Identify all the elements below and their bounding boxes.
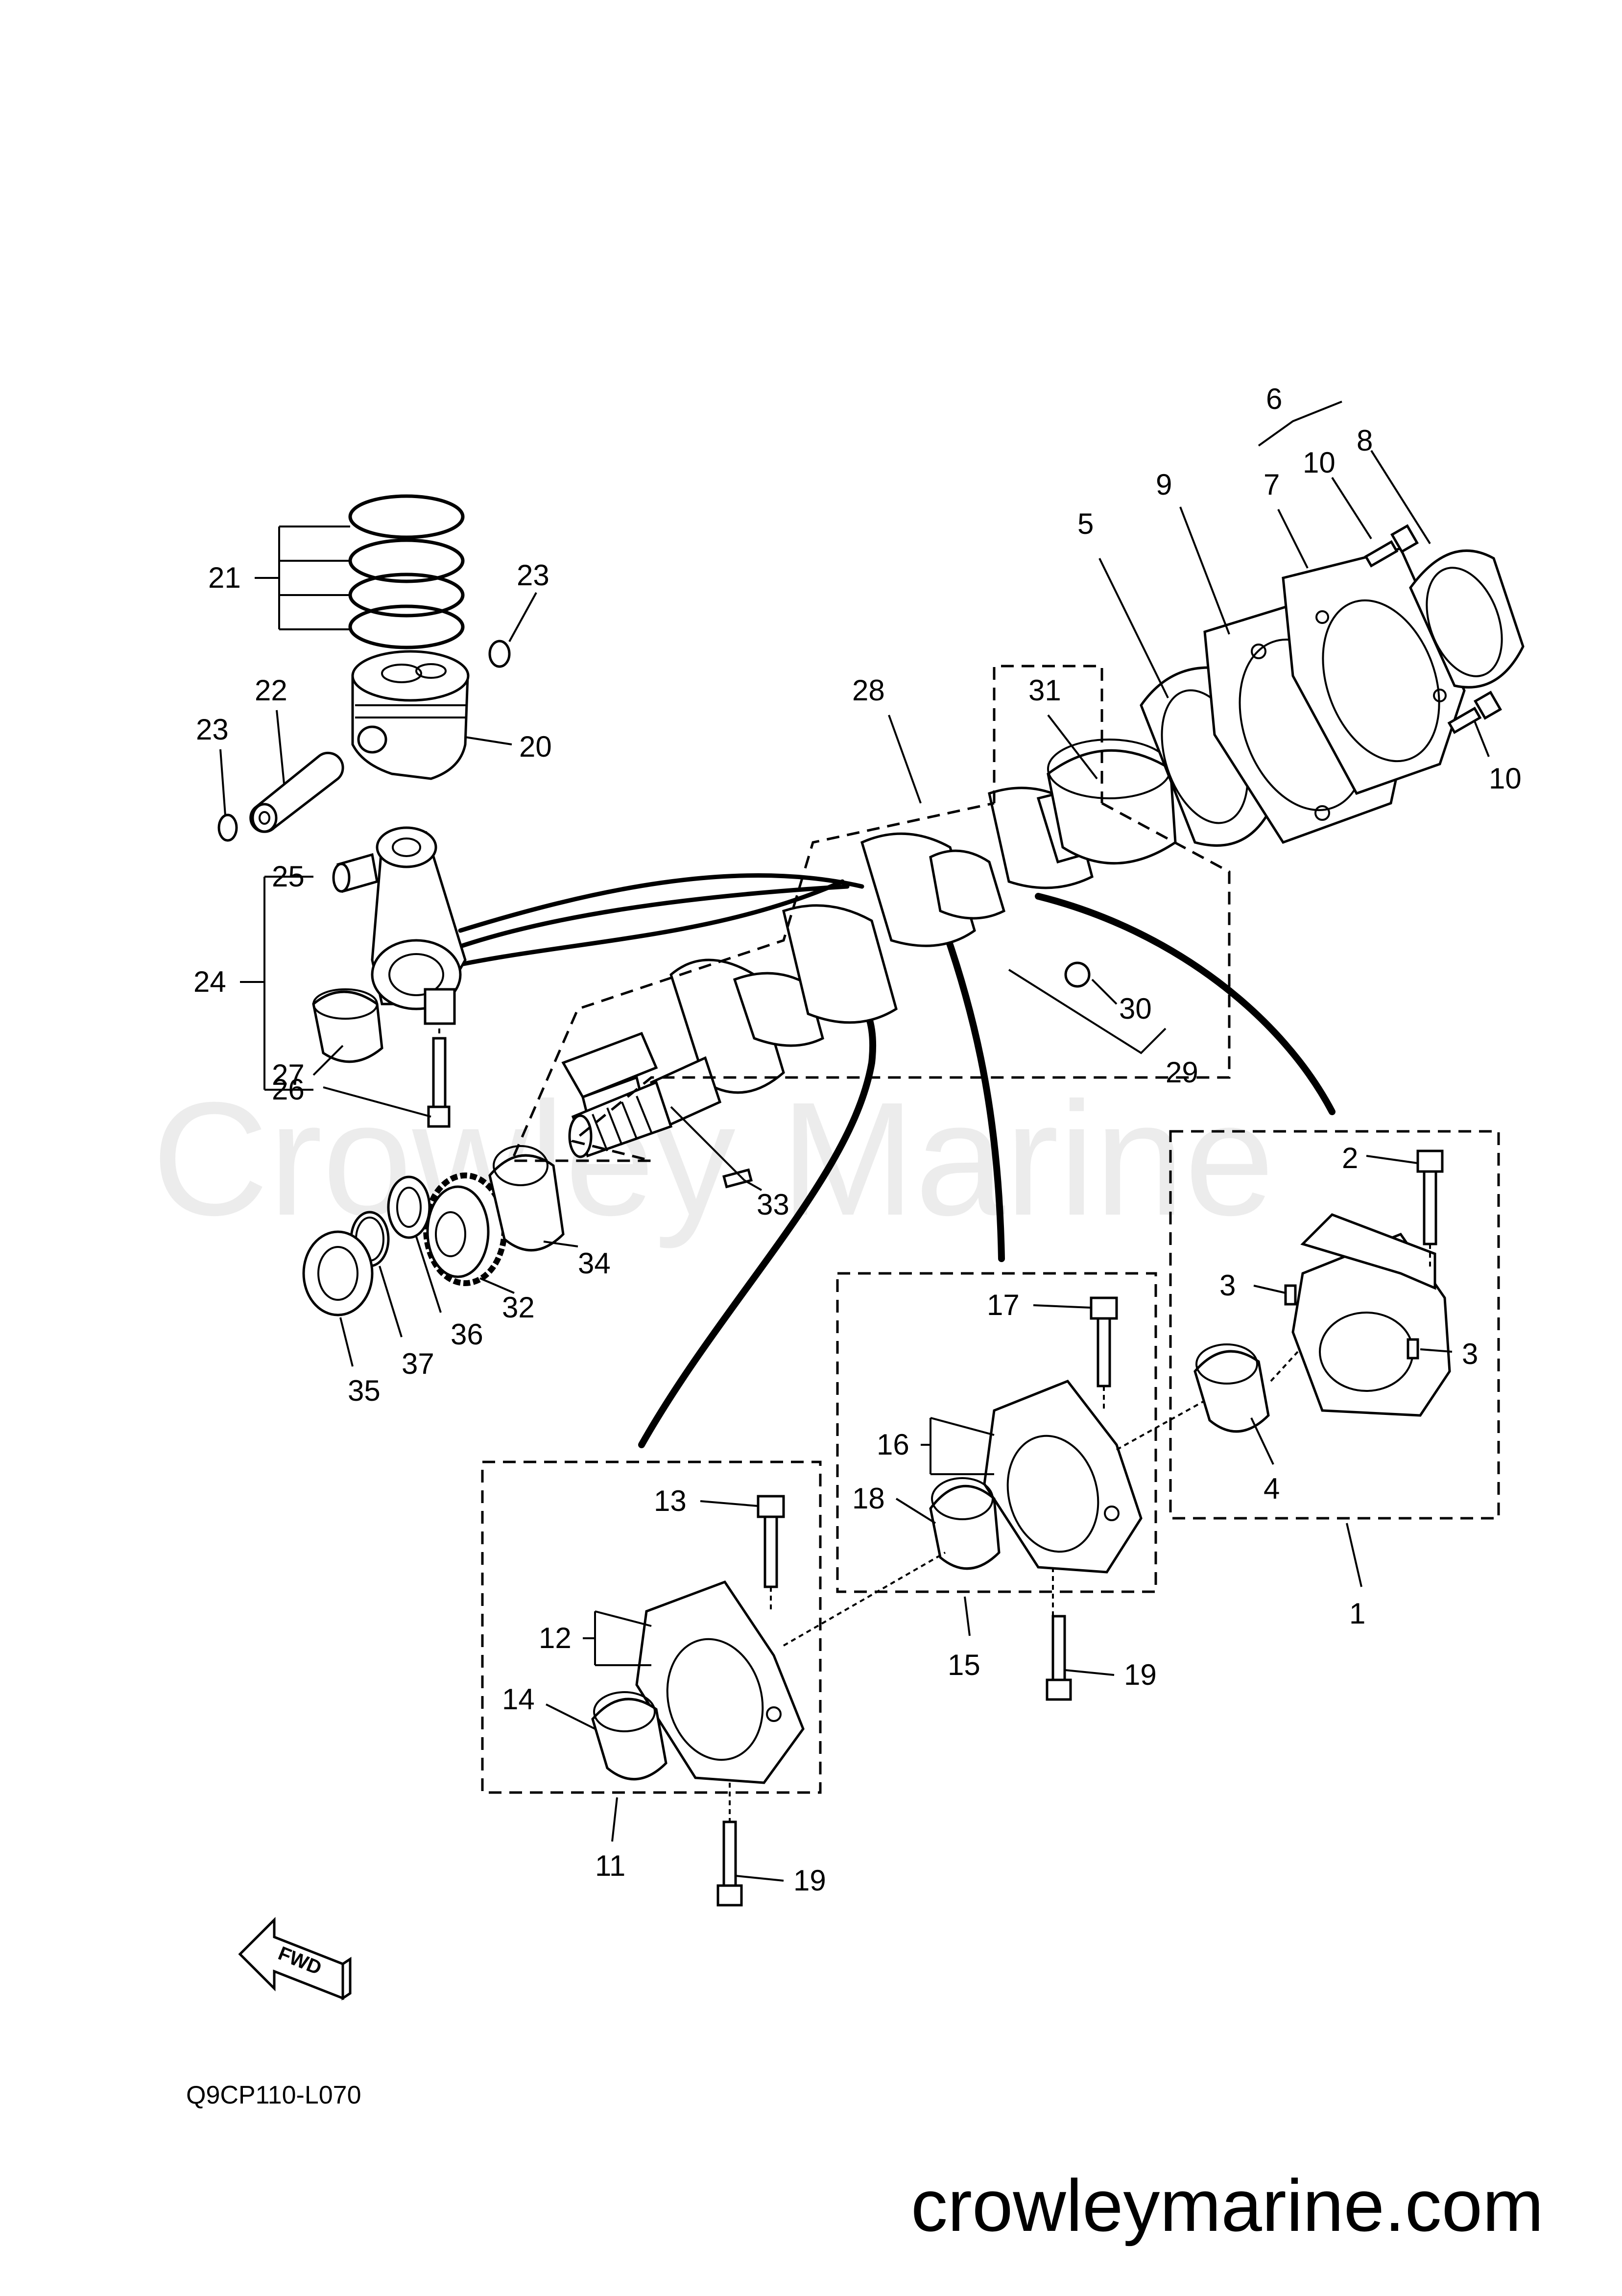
label-37: 37: [402, 1347, 434, 1380]
box-cap-11: [481, 1460, 822, 1794]
label-10b: 10: [1489, 762, 1522, 795]
rod-bearing: [312, 988, 383, 1063]
label-3b: 3: [1462, 1338, 1478, 1370]
label-19a: 19: [1124, 1658, 1157, 1691]
label-20: 20: [519, 730, 552, 763]
label-27: 27: [272, 1058, 305, 1091]
box-cap-1: [1169, 1130, 1500, 1520]
label-30: 30: [1119, 992, 1152, 1025]
label-18: 18: [852, 1482, 885, 1515]
label-1: 1: [1349, 1597, 1365, 1630]
label-22: 22: [255, 674, 287, 707]
label-23b: 23: [517, 559, 549, 592]
piston-pin: [249, 751, 344, 833]
label-19b: 19: [793, 1864, 826, 1897]
box-cap-15: [836, 1272, 1157, 1593]
forward-arrow-icon: FWD: [238, 1916, 352, 2001]
label-28: 28: [852, 674, 885, 707]
thrust-washer: [387, 1175, 431, 1239]
rod-bolt: [427, 1028, 451, 1128]
label-25: 25: [272, 860, 305, 893]
label-5: 5: [1077, 507, 1094, 540]
label-34: 34: [578, 1247, 611, 1280]
main-bearing-cap-11: [635, 1580, 805, 1784]
main-bolt-17: [1090, 1296, 1118, 1387]
label-8: 8: [1357, 424, 1373, 457]
label-26: 26: [272, 1073, 305, 1106]
label-31: 31: [1028, 674, 1061, 707]
check-ball: [1064, 961, 1091, 988]
label-11: 11: [595, 1849, 625, 1882]
connecting-rod: [371, 826, 467, 1025]
rear-oil-seal: [1409, 549, 1525, 689]
label-14: 14: [502, 1683, 535, 1716]
label-10a: 10: [1303, 446, 1336, 479]
label-13: 13: [654, 1484, 687, 1517]
label-35: 35: [348, 1374, 381, 1407]
main-bolt-19-upper: [1046, 1615, 1072, 1701]
main-bearing-4: [1193, 1343, 1270, 1433]
piston-rings: [348, 494, 465, 649]
main-bolt-13: [757, 1495, 785, 1588]
crankshaft: [561, 787, 1094, 1158]
piston: [351, 650, 470, 780]
dowel-pin-upper: [1284, 1284, 1297, 1306]
label-6: 6: [1266, 383, 1282, 415]
label-29: 29: [1166, 1056, 1198, 1089]
main-bolt-19-lower: [716, 1820, 743, 1907]
main-bolt-2: [1416, 1149, 1444, 1245]
diagram-code: Q9CP110-L070: [186, 2081, 361, 2109]
main-bearing-cap-15: [983, 1379, 1143, 1574]
label-4: 4: [1264, 1472, 1280, 1505]
thrust-washer-inner: [396, 1187, 422, 1228]
label-21: 21: [208, 561, 241, 594]
label-23a: 23: [196, 713, 229, 746]
oil-seal-front: [302, 1230, 374, 1316]
main-bearing-front: [488, 1145, 565, 1252]
site-url[interactable]: crowleymarine.com: [911, 2164, 1544, 2247]
main-bearing-cap-1: [1291, 1213, 1451, 1417]
label-36: 36: [451, 1318, 483, 1351]
label-7: 7: [1264, 468, 1280, 501]
box-crankshaft: [510, 665, 1231, 1162]
circlip-left: [217, 813, 238, 842]
circlip-right: [488, 640, 511, 668]
label-15: 15: [948, 1649, 980, 1681]
label-24: 24: [193, 965, 226, 998]
part-labels: 1 2 3 3 4 5 6 7 8 9 10 10 11 12 13 14 15…: [193, 383, 1522, 1897]
dowel-pin-lower: [1407, 1338, 1419, 1360]
crankshaft-gear: [423, 1172, 507, 1286]
rear-main-bearing: [1047, 739, 1177, 865]
label-33: 33: [757, 1188, 789, 1221]
leader-lines: [219, 401, 1490, 1882]
label-9: 9: [1156, 468, 1172, 501]
label-12: 12: [539, 1622, 572, 1654]
label-17: 17: [987, 1289, 1020, 1321]
label-16: 16: [877, 1428, 909, 1461]
housing-bolt-upper: [1364, 524, 1419, 568]
label-2: 2: [1342, 1142, 1358, 1174]
main-bearing-18: [929, 1477, 1001, 1570]
main-bearing-14: [591, 1691, 668, 1781]
small-end-bushing: [332, 853, 379, 893]
label-3a: 3: [1219, 1269, 1236, 1302]
label-32: 32: [502, 1291, 535, 1324]
housing-bolt-lower: [1447, 691, 1503, 734]
